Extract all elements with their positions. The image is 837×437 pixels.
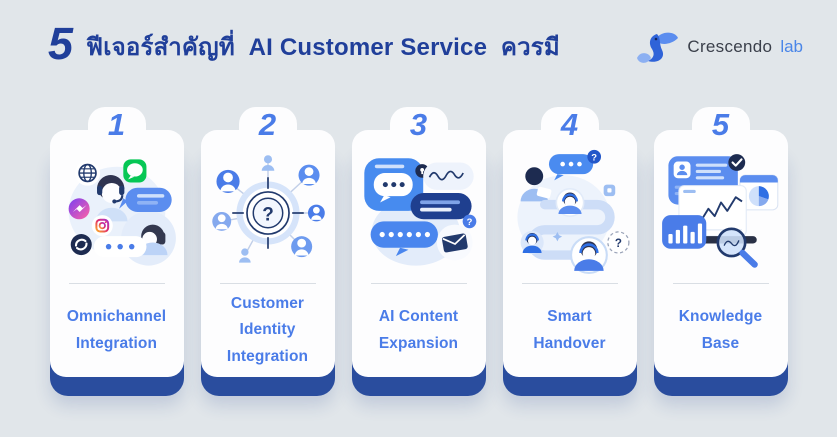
handover-flow-illustration: ?	[503, 142, 637, 283]
card-divider	[521, 283, 618, 284]
envelope-icon	[436, 224, 473, 260]
title-text: ฟีเจอร์สำคัญที่ AI Customer Service ควรม…	[86, 34, 560, 61]
headset-agent-icon	[520, 230, 544, 254]
chat-bubble-icon	[118, 187, 172, 212]
user-avatar-icon	[211, 154, 325, 263]
page-title: 5 ฟีเจอร์สำคัญที่ AI Customer Service คว…	[48, 18, 560, 69]
wavy-text-bubble-icon	[422, 162, 474, 190]
person-with-phone	[520, 166, 551, 201]
pelican-bird-icon	[637, 32, 679, 63]
svg-text:?: ?	[614, 238, 621, 250]
dark-orbit-icon	[70, 233, 92, 255]
identity-target-illustration: ?	[201, 142, 335, 283]
card-number: 5	[711, 107, 730, 142]
agent-avatar-large	[569, 235, 608, 274]
chat-bubble-icon	[363, 157, 423, 211]
crescendo-lab-logo: Crescendo lab	[635, 28, 803, 66]
typing-dots-icon	[93, 235, 146, 257]
card-number: 2	[258, 107, 277, 142]
typing-bubble-icon	[548, 153, 593, 180]
box-badge-icon	[603, 184, 615, 196]
thought-bubble-icon: ?	[606, 230, 630, 254]
logo-suffix-text: lab	[780, 37, 803, 56]
agent-avatar	[555, 187, 584, 217]
card-label: AI Content Expansion	[378, 308, 459, 352]
card-label: Customer Identity Integration	[226, 294, 309, 365]
line-app-icon	[122, 158, 146, 182]
svg-text:?: ?	[466, 217, 472, 228]
card-divider	[370, 283, 467, 284]
messenger-icon	[68, 197, 90, 219]
magnifier-icon	[716, 226, 758, 268]
crosshair-target-icon: ?	[231, 176, 304, 249]
content-bubbles-illustration: ?	[352, 142, 486, 283]
feature-card-smart-handover: 4 ?	[502, 107, 637, 396]
logo-brand-text: Crescendo	[687, 37, 773, 56]
omnichannel-illustration	[50, 142, 184, 283]
card-number: 3	[409, 107, 428, 142]
pie-chart-icon	[738, 174, 778, 210]
feature-card-ai-content: 3	[351, 107, 486, 396]
question-mark-icon: ?	[262, 204, 274, 225]
feature-card-identity: 2	[200, 107, 335, 396]
card-divider	[672, 283, 769, 284]
feature-cards-row: 1	[0, 107, 837, 396]
title-count: 5	[48, 18, 74, 69]
card-label: Omnichannel Integration	[66, 308, 167, 352]
globe-icon	[74, 159, 100, 186]
feature-card-knowledge-base: 5	[653, 107, 788, 396]
question-badge-icon: ?	[586, 149, 601, 164]
card-label: Knowledge Base	[678, 308, 763, 352]
card-label: Smart Handover	[533, 308, 606, 352]
card-number: 4	[560, 107, 579, 142]
agent-avatar	[95, 174, 128, 221]
question-badge-icon: ?	[462, 214, 476, 228]
card-divider	[219, 283, 316, 284]
check-badge-icon	[727, 153, 745, 171]
card-number: 1	[107, 107, 126, 142]
card-divider	[68, 283, 165, 284]
knowledge-dashboard-illustration	[654, 142, 788, 283]
sparkle-icon	[552, 231, 562, 241]
feature-card-omnichannel: 1	[49, 107, 184, 396]
svg-text:?: ?	[591, 152, 597, 163]
dots-pill-icon	[370, 220, 438, 256]
bar-chart-icon	[661, 214, 706, 249]
message-pill-icon	[410, 192, 472, 219]
instagram-icon	[91, 214, 113, 236]
